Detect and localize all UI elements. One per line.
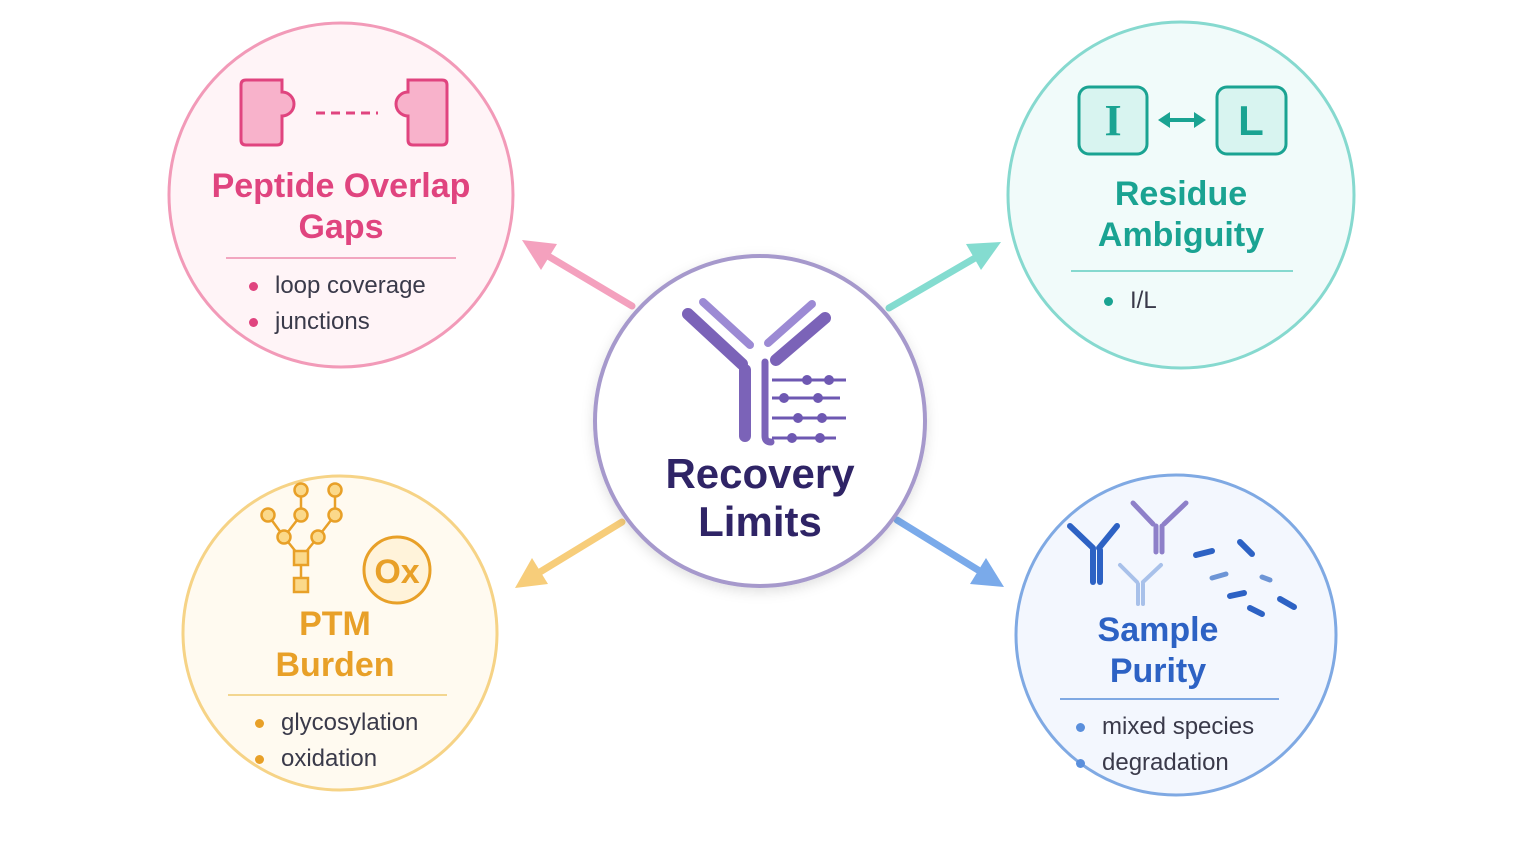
residue-title-line2: Ambiguity xyxy=(1097,215,1265,254)
peptide-bullet-list: loop coverage junctions xyxy=(249,268,426,340)
list-item: glycosylation xyxy=(255,705,418,741)
list-item: degradation xyxy=(1076,745,1254,781)
purity-bullet-list: mixed species degradation xyxy=(1076,709,1254,781)
center-title-line1: Recovery xyxy=(665,450,855,497)
arrow-to-residue xyxy=(885,242,1001,312)
residue-icon-left: I xyxy=(1104,96,1121,145)
arrow-to-peptide xyxy=(522,240,636,310)
arrow-to-ptm xyxy=(515,518,626,588)
peptide-title: Peptide Overlap Gaps xyxy=(191,166,491,248)
center-node-circle xyxy=(593,254,927,588)
peptide-title-line2: Gaps xyxy=(298,207,384,246)
mixed-antibodies-fragments-icon xyxy=(1067,500,1297,617)
center-title: Recovery Limits xyxy=(610,450,910,546)
residue-icon-right: L xyxy=(1238,97,1264,144)
residue-title-line1: Residue xyxy=(1114,175,1248,213)
list-item: I/L xyxy=(1104,283,1157,319)
oxidation-badge-icon: Ox xyxy=(362,535,432,605)
list-item: loop coverage xyxy=(249,268,426,304)
glycan-tree-icon xyxy=(260,482,343,594)
list-item: junctions xyxy=(249,304,426,340)
i-l-swap-icon: I L xyxy=(1077,85,1288,156)
oxidation-badge-label: Ox xyxy=(374,553,419,591)
purity-title-line2: Purity xyxy=(1109,651,1207,690)
ptm-title-line2: Burden xyxy=(275,645,395,684)
puzzle-pieces-icon xyxy=(239,78,449,147)
antibody-sequence-icon xyxy=(682,298,846,446)
residue-bullet-list: I/L xyxy=(1104,283,1157,319)
peptide-title-line1: Peptide Overlap xyxy=(211,167,471,205)
residue-title: Residue Ambiguity xyxy=(1031,174,1331,256)
list-item: mixed species xyxy=(1076,709,1254,745)
purity-title: Sample Purity xyxy=(1008,610,1308,692)
center-title-line2: Limits xyxy=(698,498,822,545)
ptm-bullet-list: glycosylation oxidation xyxy=(255,705,418,777)
arrow-to-purity xyxy=(893,516,1004,587)
ptm-title-line1: PTM xyxy=(299,605,371,643)
purity-title-line1: Sample xyxy=(1097,611,1219,649)
ptm-title: PTM Burden xyxy=(185,604,485,686)
list-item: oxidation xyxy=(255,741,418,777)
